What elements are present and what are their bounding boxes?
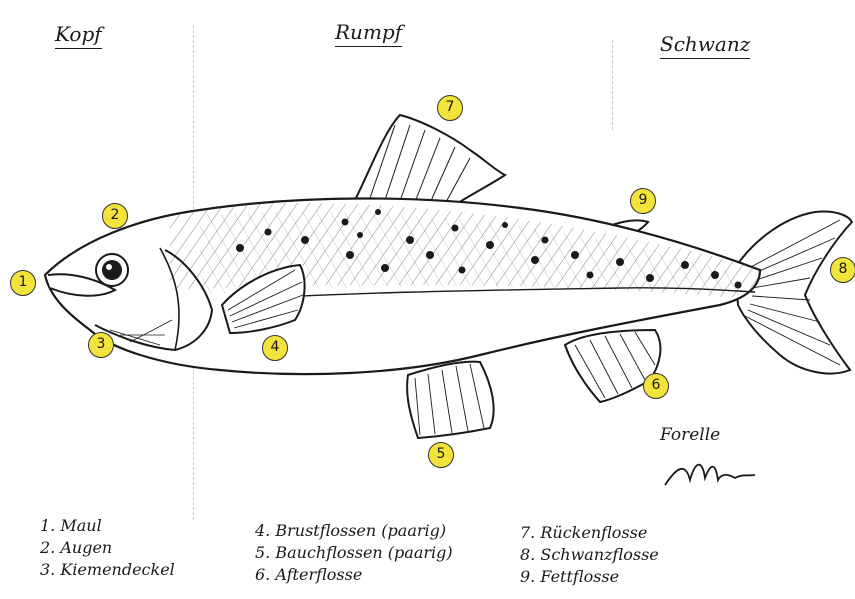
legend-item: 1. Maul [40,515,175,537]
signature [660,450,760,490]
legend-item: 7. Rückenflosse [520,522,659,544]
marker-pelvic-fin: 5 [428,442,454,468]
legend-item: 3. Kiemendeckel [40,559,175,581]
legend-item: 8. Schwanzflosse [520,544,659,566]
legend-item: 4. Brustflossen (paarig) [255,520,453,542]
marker-dorsal-fin: 7 [437,95,463,121]
marker-gill-cover: 3 [88,332,114,358]
legend-item: 6. Afterflosse [255,564,453,586]
pelvic-fin [407,362,494,438]
marker-anal-fin: 6 [643,373,669,399]
legend-item: 5. Bauchflossen (paarig) [255,542,453,564]
marker-eye: 2 [102,203,128,229]
legend-column-2: 4. Brustflossen (paarig) 5. Bauchflossen… [255,520,453,586]
legend-column-1: 1. Maul 2. Augen 3. Kiemendeckel [40,515,175,581]
legend-item: 2. Augen [40,537,175,559]
caption-forelle: Forelle [660,425,720,445]
marker-adipose-fin: 9 [630,188,656,214]
marker-tail-fin: 8 [830,257,855,283]
dorsal-fin [355,115,505,205]
legend-column-3: 7. Rückenflosse 8. Schwanzflosse 9. Fett… [520,522,659,588]
marker-pectoral-fin: 4 [262,335,288,361]
legend-item: 9. Fettflosse [520,566,659,588]
marker-mouth: 1 [10,270,36,296]
